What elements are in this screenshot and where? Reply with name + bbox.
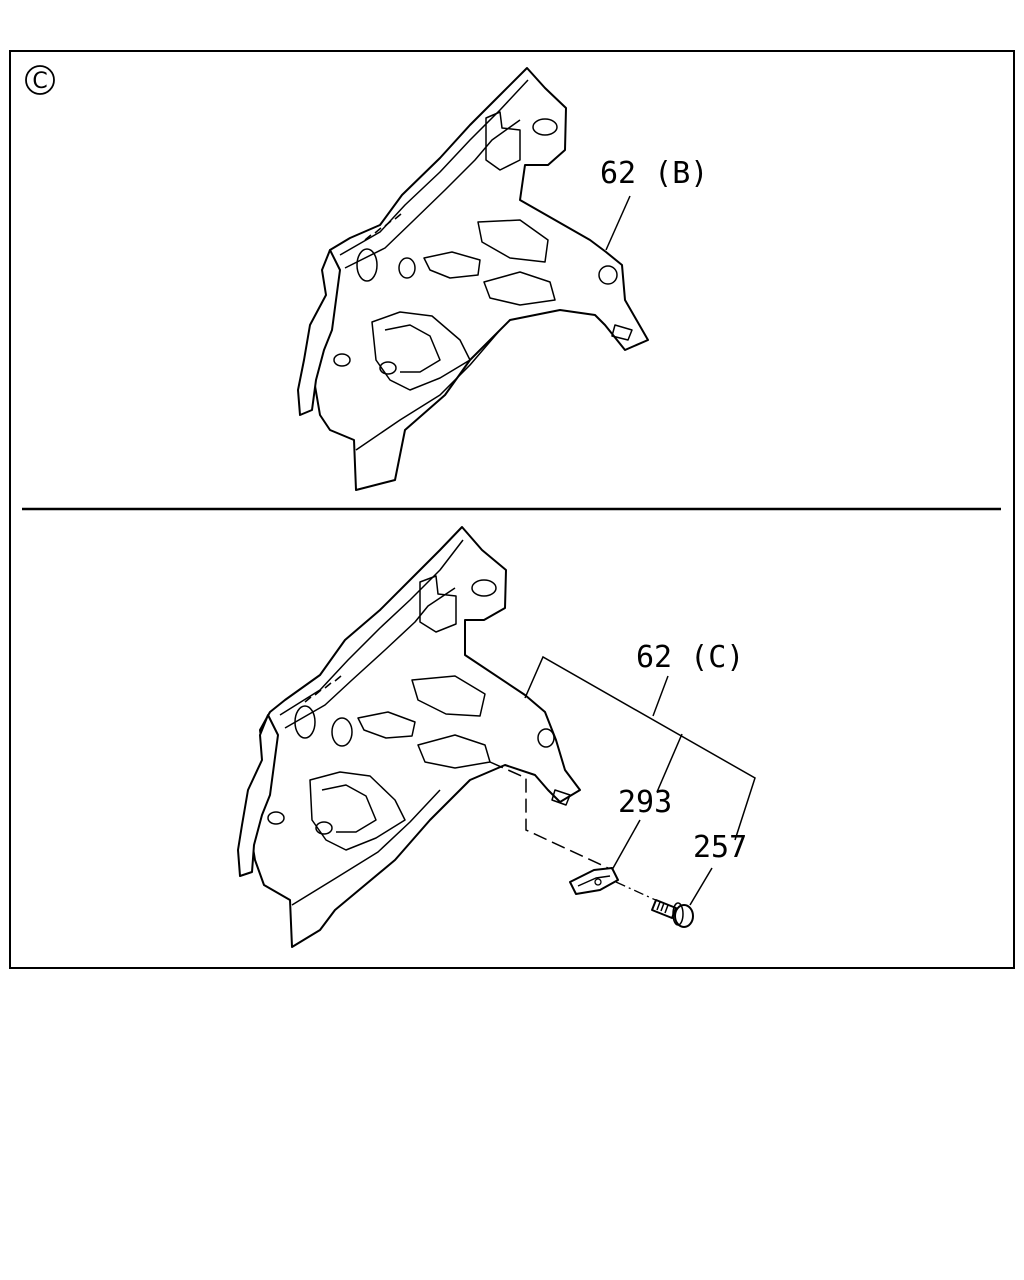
bracket-293-body	[569, 867, 619, 895]
fender-front-flange-b	[237, 714, 279, 877]
fender-upper-rail-lower-edge-b	[284, 587, 456, 729]
fender-hole-mount	[398, 257, 416, 279]
leader-293-stem	[656, 733, 683, 793]
callout-62c: 62 (C)	[636, 640, 744, 675]
fender-upper-rail-lower-edge	[344, 119, 521, 269]
top-panel: 62 (B)	[297, 67, 708, 491]
fender-body-outline-b	[249, 526, 581, 948]
fender-body-outline	[313, 67, 649, 491]
fender-hole-large-b	[294, 705, 316, 739]
fender-lower-skirt-b	[291, 789, 441, 906]
leader-62c-stem	[652, 675, 669, 717]
bracket-293-flange	[577, 875, 611, 887]
fender-recess-inner-b	[321, 784, 377, 833]
fender-hole-large	[356, 248, 378, 282]
fender-hole-rear	[598, 265, 618, 285]
fender-bracket-a-b	[357, 711, 416, 739]
fender-lower-skirt	[355, 329, 501, 451]
top-bracket-hole-b	[471, 579, 497, 597]
fender-lower-recess	[371, 311, 471, 391]
bolt-257-head	[674, 904, 694, 928]
bracket-293-hole	[594, 878, 602, 886]
fender-hole-rear-b	[537, 728, 555, 748]
fender-rear-tab-b	[551, 789, 571, 806]
rail-slots-b	[304, 675, 342, 703]
fender-hole-lower-b	[267, 811, 285, 825]
top-end-bracket-b	[419, 575, 457, 633]
inner-fender-panel-bottom	[237, 526, 581, 948]
section-mark-circle	[25, 65, 55, 95]
callout-62b: 62 (B)	[600, 156, 708, 191]
fender-lower-recess-b	[309, 771, 406, 851]
fender-bracket-c	[483, 271, 556, 306]
fender-hole-mount-b	[331, 717, 353, 747]
callout-293: 293	[618, 785, 672, 820]
section-mark: C	[25, 65, 55, 95]
inner-fender-panel-top	[297, 67, 649, 491]
recess-hole	[379, 361, 397, 375]
bolt-257-threads	[656, 901, 669, 914]
fender-bracket-b	[477, 219, 549, 263]
section-mark-letter: C	[32, 69, 47, 94]
bolt-257-flange	[672, 902, 684, 926]
leader-257	[689, 867, 713, 906]
diagram-frame	[9, 50, 1015, 969]
rail-slots	[364, 213, 402, 241]
bracket-293	[569, 867, 619, 895]
install-line	[489, 761, 609, 869]
bolt-257	[651, 899, 694, 928]
leader-293	[611, 819, 641, 871]
top-bracket-hole	[532, 118, 558, 136]
fender-bracket-a	[423, 251, 481, 279]
fender-upper-rail	[339, 79, 529, 256]
bottom-panel: 62 (C) 293 257	[237, 526, 756, 948]
fender-recess-inner	[384, 324, 441, 373]
fender-rear-tab	[611, 324, 633, 341]
leader-62c-bracket	[524, 655, 756, 841]
fender-front-flange	[297, 249, 341, 416]
fender-bracket-b-b	[411, 675, 486, 717]
recess-hole-b	[315, 821, 333, 835]
leader-62b	[605, 195, 631, 251]
bolt-257-shank	[651, 899, 677, 919]
fender-hole-lower	[333, 353, 351, 367]
bolt-axis-line	[615, 881, 661, 903]
top-end-bracket	[485, 111, 521, 171]
callout-257: 257	[693, 830, 747, 865]
